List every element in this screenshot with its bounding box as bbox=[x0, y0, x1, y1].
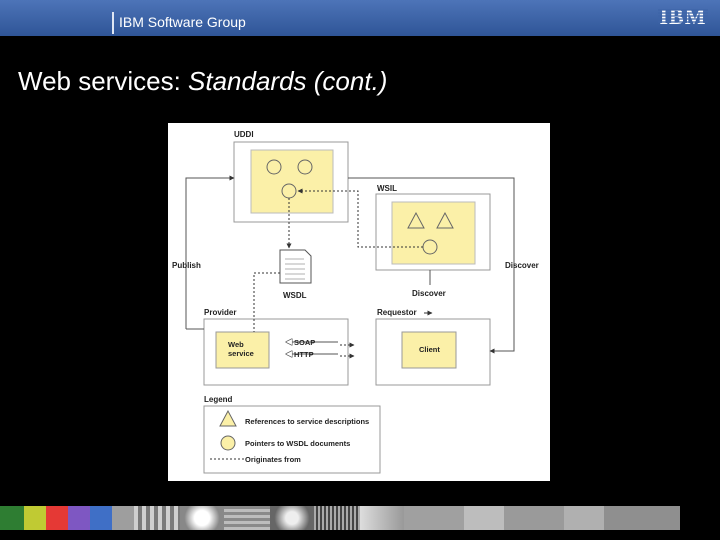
footer-tile bbox=[112, 506, 134, 530]
wsdl-to-service-link bbox=[253, 272, 280, 332]
http-label: HTTP bbox=[294, 350, 314, 359]
discover-middle-label: Discover bbox=[412, 289, 446, 298]
discover-right-arrow bbox=[348, 177, 515, 354]
svg-text:IBM: IBM bbox=[660, 5, 707, 29]
header-bar: IBM Software Group IBM bbox=[0, 0, 720, 36]
legend-title: Legend bbox=[204, 395, 233, 404]
uddi-pointer-1 bbox=[266, 159, 282, 175]
wsil-label: WSIL bbox=[377, 184, 397, 193]
footer-tile bbox=[404, 506, 464, 530]
uddi-inner bbox=[250, 149, 334, 214]
footer-tile bbox=[564, 506, 604, 530]
publish-arrow bbox=[185, 175, 235, 329]
soap-label: SOAP bbox=[294, 338, 315, 347]
web-service-label-2: service bbox=[228, 349, 254, 358]
footer-tile bbox=[0, 506, 24, 530]
footer-tile bbox=[24, 506, 46, 530]
legend-triangle-icon bbox=[219, 409, 237, 427]
uddi-label: UDDI bbox=[234, 130, 254, 139]
page-title: Web services: Standards (cont.) bbox=[18, 66, 387, 97]
footer-tile bbox=[464, 506, 504, 530]
publish-label: Publish bbox=[172, 261, 201, 270]
footer-tile bbox=[504, 506, 564, 530]
web-service-box bbox=[215, 331, 270, 369]
legend-item-2: Pointers to WSDL documents bbox=[245, 439, 350, 448]
footer-tile bbox=[134, 506, 180, 530]
uddi-pointer-3 bbox=[281, 183, 297, 199]
footer-tile bbox=[314, 506, 360, 530]
wsil-reference-2 bbox=[436, 211, 454, 229]
wsil-pointer bbox=[422, 239, 438, 255]
wsil-to-uddi-pointer bbox=[297, 188, 423, 248]
footer-tile bbox=[360, 506, 404, 530]
uddi-pointer-2 bbox=[297, 159, 313, 175]
footer-tile bbox=[46, 506, 68, 530]
header-divider bbox=[112, 12, 114, 34]
legend-item-1: References to service descriptions bbox=[245, 417, 369, 426]
footer-strip bbox=[0, 506, 720, 530]
title-italic: Standards (cont.) bbox=[188, 66, 388, 96]
wsdl-label: WSDL bbox=[283, 291, 307, 300]
client-box bbox=[401, 331, 457, 369]
footer-tile bbox=[90, 506, 112, 530]
title-main: Web services: bbox=[18, 66, 189, 96]
provider-label: Provider bbox=[204, 308, 236, 317]
footer-tile bbox=[68, 506, 90, 530]
legend-circle-icon bbox=[220, 435, 236, 451]
web-services-diagram: UDDI WSIL WSDL Provider Web service Requ… bbox=[168, 123, 550, 481]
footer-tile bbox=[604, 506, 680, 530]
wsdl-document-icon bbox=[279, 249, 312, 284]
requestor-label: Requestor bbox=[377, 308, 417, 317]
web-service-label-1: Web bbox=[228, 340, 244, 349]
discover-right-label: Discover bbox=[505, 261, 539, 270]
footer-tile bbox=[224, 506, 270, 530]
group-name: IBM Software Group bbox=[119, 14, 246, 30]
wsil-reference-1 bbox=[407, 211, 425, 229]
footer-tile bbox=[180, 506, 224, 530]
wsil-inner bbox=[391, 201, 476, 265]
client-label: Client bbox=[419, 345, 440, 354]
legend-item-3: Originates from bbox=[245, 455, 301, 464]
footer-tile bbox=[270, 506, 314, 530]
ibm-logo: IBM bbox=[658, 5, 708, 29]
